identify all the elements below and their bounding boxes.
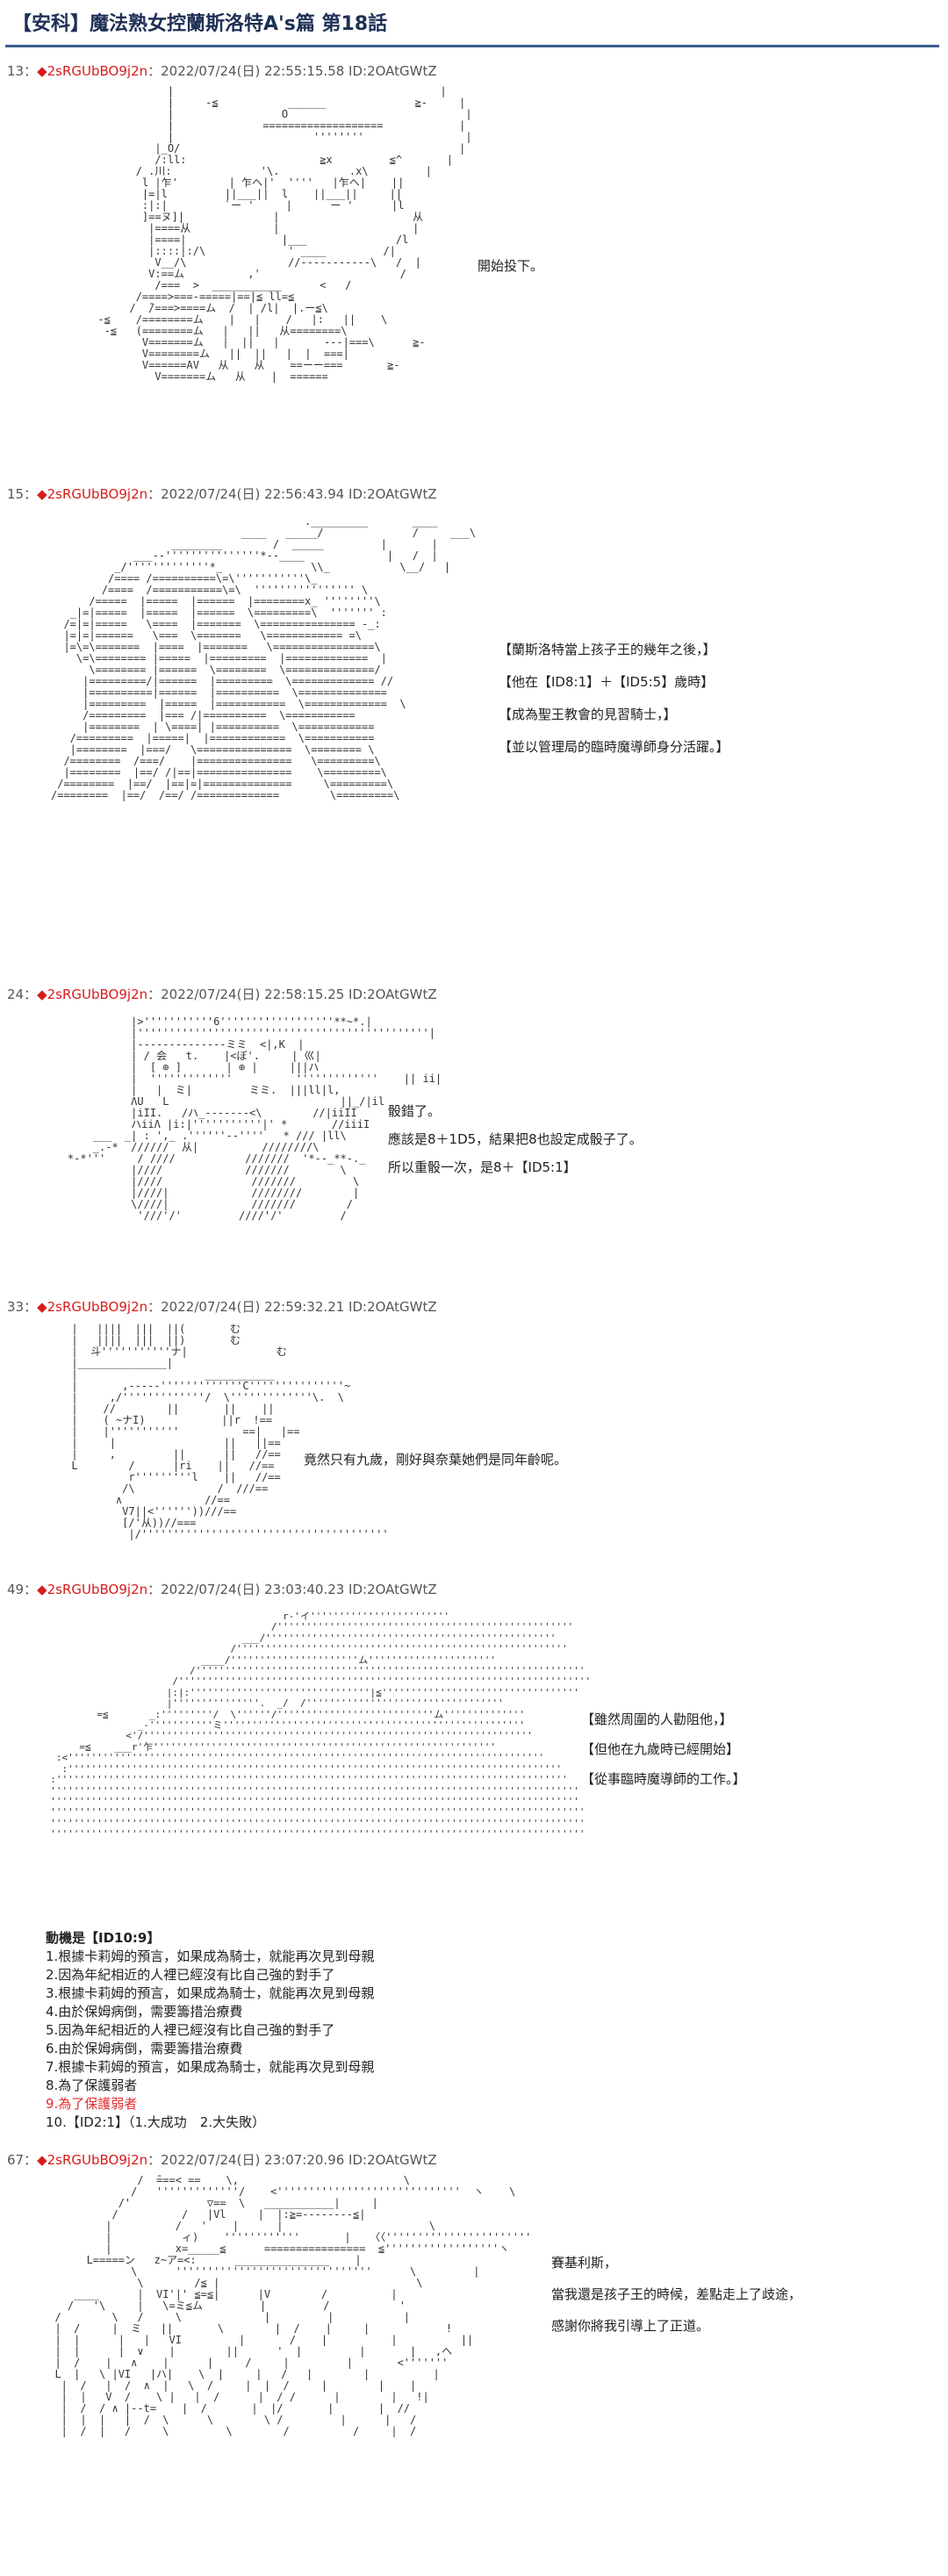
post-number: 33：	[7, 1299, 38, 1315]
list-item: 2.因為年紀相近的人裡已經沒有比自己強的對手了	[46, 1967, 335, 1983]
trip-code: ◆2sRGUbBO9j2n	[37, 2152, 148, 2168]
list-item: 10.【ID2:1】（1.大成功 2.大失敗）	[46, 2114, 266, 2130]
post-header: 15：◆2sRGUbBO9j2n：2022/07/24(日) 22:56:43.…	[7, 484, 941, 504]
post-date: ：2022/07/24(日) 22:55:15.58 ID:2OAtGWtZ	[147, 63, 437, 79]
narration: 骰錯了。 應該是8＋1D5，結果把8也設定成骰子了。 所以重骰一次，是8＋【ID…	[388, 1097, 643, 1181]
post-number: 49：	[7, 1582, 38, 1597]
page-title: 【安科】魔法熟女控蘭斯洛特A's篇 第18話	[5, 5, 939, 47]
post-header: 67：◆2sRGUbBO9j2n：2022/07/24(日) 23:07:20.…	[7, 2150, 941, 2170]
narration-line: 【他在【ID8:1】＋【ID5:5】歲時】	[499, 674, 715, 690]
narration: 竟然只有九歲，剛好與奈葉她們是同年齡呢。	[304, 1446, 567, 1473]
list-item: 1.根據卡莉姆的預言，如果成為騎士，就能再次見到母親	[46, 1948, 375, 1964]
trip-code: ◆2sRGUbBO9j2n	[37, 987, 148, 1002]
motive-list: 動機是【ID10:9】 1.根據卡莉姆的預言，如果成為騎士，就能再次見到母親 2…	[46, 1929, 374, 2132]
narration-line: 【但他在九歲時已經開始】	[581, 1741, 740, 1757]
narration-line: 當我還是孩子王的時候，差點走上了歧途，	[551, 2286, 802, 2302]
narration: 【雖然周圍的人勸阻他，】 【但他在九歲時已經開始】 【從事臨時魔導師的工作。】	[581, 1704, 746, 1794]
narration-line: 應該是8＋1D5，結果把8也設定成骰子了。	[388, 1131, 643, 1147]
post-header: 13：◆2sRGUbBO9j2n：2022/07/24(日) 22:55:15.…	[7, 61, 941, 81]
narration-line: 感謝你將我引導上了正道。	[551, 2318, 710, 2334]
narration-line: 骰錯了。	[388, 1103, 442, 1119]
post-date: ：2022/07/24(日) 23:03:40.23 ID:2OAtGWtZ	[147, 1582, 437, 1597]
post-number: 24：	[7, 987, 38, 1002]
post-67: 67：◆2sRGUbBO9j2n：2022/07/24(日) 23:07:20.…	[7, 2150, 941, 2572]
post-49: 49：◆2sRGUbBO9j2n：2022/07/24(日) 23:03:40.…	[7, 1580, 941, 2168]
narration: 賽基利斯， 當我還是孩子王的時候，差點走上了歧途， 感謝你將我引導上了正道。	[551, 2247, 801, 2342]
ascii-art: r-'イ'''''''''''''''''''''''' /''''''''''…	[50, 1611, 592, 1841]
narration: 開始投下。	[478, 253, 543, 279]
post-date: ：2022/07/24(日) 22:58:15.25 ID:2OAtGWtZ	[147, 987, 437, 1002]
ascii-art: ._________ ____ ____ _____/ / ___\ _____…	[51, 515, 477, 801]
narration-line: 【並以管理局的臨時魔導師身分活躍。】	[499, 739, 729, 755]
list-heading: 動機是【ID10:9】	[46, 1930, 161, 1946]
post-number: 13：	[7, 63, 38, 79]
narration-line: 【從事臨時魔導師的工作。】	[581, 1771, 746, 1787]
narration-line: 賽基利斯，	[551, 2255, 618, 2271]
list-item: 8.為了保護弱者	[46, 2077, 138, 2093]
post-33: 33：◆2sRGUbBO9j2n：2022/07/24(日) 22:59:32.…	[7, 1297, 941, 1578]
post-header: 33：◆2sRGUbBO9j2n：2022/07/24(日) 22:59:32.…	[7, 1297, 941, 1317]
list-item: 4.由於保姆病倒，需要籌措治療費	[46, 2004, 243, 2020]
post-header: 24：◆2sRGUbBO9j2n：2022/07/24(日) 22:58:15.…	[7, 985, 941, 1004]
narration-line: 所以重骰一次，是8＋【ID5:1】	[388, 1159, 577, 1175]
post-header: 49：◆2sRGUbBO9j2n：2022/07/24(日) 23:03:40.…	[7, 1580, 941, 1599]
narration-line: 【雖然周圍的人勸阻他，】	[581, 1711, 733, 1727]
narration-line: 【成為聖王教會的見習騎士，】	[499, 707, 677, 722]
narration-line: 開始投下。	[478, 258, 544, 274]
trip-code: ◆2sRGUbBO9j2n	[37, 486, 148, 502]
post-date: ：2022/07/24(日) 22:56:43.94 ID:2OAtGWtZ	[147, 486, 437, 502]
narration: 【蘭斯洛特當上孩子王的幾年之後，】 【他在【ID8:1】＋【ID5:5】歲時】 …	[499, 634, 729, 764]
trip-code: ◆2sRGUbBO9j2n	[37, 1299, 148, 1315]
post-date: ：2022/07/24(日) 23:07:20.96 ID:2OAtGWtZ	[147, 2152, 437, 2168]
ascii-art: | | | -≦ ______ ≧- | | O | |	[97, 85, 472, 383]
post-number: 15：	[7, 486, 38, 502]
post-24: 24：◆2sRGUbBO9j2n：2022/07/24(日) 22:58:15.…	[7, 985, 941, 1283]
list-item: 5.因為年紀相近的人裡已經沒有比自己強的對手了	[46, 2022, 335, 2038]
list-item: 3.根據卡莉姆的預言，如果成為騎士，就能再次見到母親	[46, 1985, 375, 2001]
list-item: 7.根據卡莉姆的預言，如果成為騎士，就能再次見到母親	[46, 2059, 375, 2075]
trip-code: ◆2sRGUbBO9j2n	[37, 1582, 148, 1597]
list-item: 6.由於保姆病倒，需要籌措治療費	[46, 2041, 243, 2056]
ascii-art: / ̄===< == \, \ / '''''''''''''/ <''''''…	[54, 2174, 532, 2437]
trip-code: ◆2sRGUbBO9j2n	[37, 63, 148, 79]
post-13: 13：◆2sRGUbBO9j2n：2022/07/24(日) 22:55:15.…	[7, 61, 941, 474]
ascii-art: |>'''''''''''6''''''''''''''''''**~*.| |…	[67, 1015, 442, 1222]
narration-line: 【蘭斯洛特當上孩子王的幾年之後，】	[499, 642, 716, 657]
narration-line: 竟然只有九歲，剛好與奈葉她們是同年齡呢。	[304, 1452, 568, 1467]
ascii-art: | |||| ||| ||( む | |||| ||| ||) む | 斗'''…	[71, 1323, 389, 1540]
list-item-selected: 9.為了保護弱者	[46, 2096, 138, 2112]
post-number: 67：	[7, 2152, 38, 2168]
post-date: ：2022/07/24(日) 22:59:32.21 ID:2OAtGWtZ	[147, 1299, 437, 1315]
post-15: 15：◆2sRGUbBO9j2n：2022/07/24(日) 22:56:43.…	[7, 484, 941, 976]
